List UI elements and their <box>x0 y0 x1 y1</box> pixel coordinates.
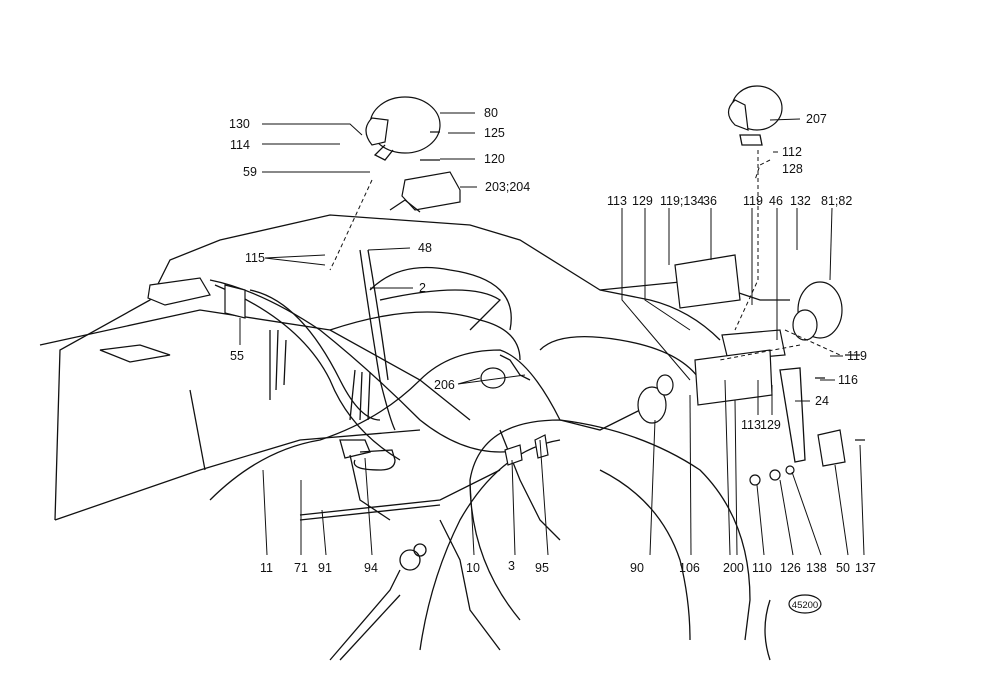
label-11: 11 <box>260 561 273 575</box>
label-119: 119 <box>743 194 763 208</box>
label-50: 50 <box>836 561 850 575</box>
label-112: 112 <box>782 145 802 159</box>
label-125: 125 <box>484 126 505 140</box>
label-2: 2 <box>419 281 426 295</box>
assembly-line <box>719 329 841 361</box>
label-132: 132 <box>790 194 811 208</box>
label-95: 95 <box>535 561 549 575</box>
drawing-number: 45200 <box>792 600 818 611</box>
label-113: 113 <box>607 194 627 208</box>
label-115: 115 <box>245 251 265 265</box>
label-207: 207 <box>806 112 827 126</box>
assembly-line <box>734 150 759 331</box>
label-91: 91 <box>318 561 332 575</box>
label-120: 120 <box>484 152 505 166</box>
label-36: 36 <box>703 194 717 208</box>
label-59: 59 <box>243 165 257 179</box>
label-24: 24 <box>815 394 829 408</box>
label-3: 3 <box>508 559 515 573</box>
assembly-line <box>754 159 771 181</box>
drawing-number-badge: 45200 <box>788 594 822 614</box>
label-206: 206 <box>434 378 455 392</box>
label-130: 130 <box>229 117 250 131</box>
label-138: 138 <box>806 561 827 575</box>
label-106: 106 <box>679 561 700 575</box>
label-113b: 113 <box>741 418 761 432</box>
label-71: 71 <box>294 561 308 575</box>
label-90: 90 <box>630 561 644 575</box>
label-55: 55 <box>230 349 244 363</box>
label-80: 80 <box>484 106 498 120</box>
label-129b: 129 <box>760 418 781 432</box>
parts <box>147 85 865 486</box>
wiring-harness <box>209 249 641 521</box>
label-94: 94 <box>364 561 378 575</box>
label-137: 137 <box>855 561 876 575</box>
label-46: 46 <box>769 194 783 208</box>
label-10: 10 <box>466 561 480 575</box>
label-119-134: 119;134 <box>660 194 704 208</box>
label-129: 129 <box>632 194 653 208</box>
leader-lines <box>239 112 865 556</box>
label-110: 110 <box>752 561 772 575</box>
label-48: 48 <box>418 241 432 255</box>
label-128: 128 <box>782 162 803 176</box>
label-81-82: 81;82 <box>821 194 852 208</box>
part-labels: 130 114 59 80 125 120 203;204 115 48 2 5… <box>229 106 876 575</box>
label-126: 126 <box>780 561 801 575</box>
assembly-line <box>329 179 373 271</box>
label-116: 116 <box>838 373 858 387</box>
label-203-204: 203;204 <box>485 180 530 194</box>
label-119b: 119 <box>847 349 867 363</box>
label-114: 114 <box>230 138 250 152</box>
label-200: 200 <box>723 561 744 575</box>
